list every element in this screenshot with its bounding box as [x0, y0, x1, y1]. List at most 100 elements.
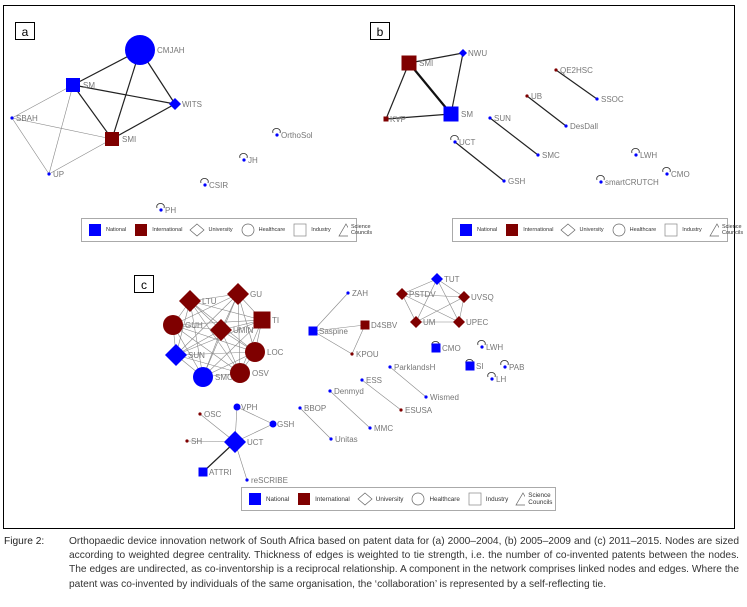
node-b-lwh: [634, 153, 638, 157]
national-legend-icon: [89, 224, 101, 236]
node-label-c-uvsq: UVSQ: [471, 293, 494, 302]
node-label-b-sm: SM: [461, 110, 473, 119]
edge-c-SUN-OSV: [175, 354, 241, 374]
node-b-smc: [536, 153, 540, 157]
node-label-c-pstdv: PSTDV: [409, 290, 436, 299]
node-c-unitas: [329, 437, 333, 441]
node-c-rescribe: [245, 478, 249, 482]
node-label-c-ess: ESS: [366, 376, 382, 385]
node-a-jh: [242, 158, 246, 162]
edge-c-GU-GUH: [172, 293, 239, 326]
edge-c-Saspine-D4SBV: [312, 324, 366, 332]
node-label-c-parklandsh: ParklandsH: [394, 363, 436, 372]
node-label-c-osv: OSV: [252, 369, 270, 378]
edge-b-UCT-GSH: [454, 141, 505, 182]
edge-c-GUH-LOC: [172, 324, 256, 353]
legend-item-label: Healthcare: [258, 227, 286, 233]
node-label-a-sm: SM: [83, 81, 95, 90]
node-b-nwu: [459, 49, 467, 57]
edge-b-KVP-SM: [385, 113, 452, 120]
node-b-kvp: [383, 116, 389, 122]
edge-c-UMIN-SUN: [175, 329, 222, 356]
node-label-b-nwu: NWU: [468, 49, 487, 58]
industry-legend-icon: [664, 223, 678, 237]
industry-legend-icon: [468, 492, 482, 506]
self-loop-a-csir: [200, 178, 209, 184]
node-c-lwh: [480, 345, 484, 349]
node-a-ph: [159, 208, 163, 212]
legend-item-industry: Industry: [467, 492, 508, 506]
node-label-c-bbop: BBOP: [304, 404, 326, 413]
edge-c-PSTDV-UVSQ: [401, 293, 465, 298]
node-label-c-smc: SMC: [215, 373, 233, 382]
university-legend-icon: [560, 223, 577, 237]
node-label-c-sun: SUN: [188, 351, 205, 360]
industry-legend-icon: [293, 223, 307, 237]
edge-c-BBOP-Unitas: [299, 407, 332, 440]
panel-label-c: c: [134, 275, 154, 293]
node-label-c-ti: TI: [272, 316, 279, 325]
node-label-b-ub: UB: [531, 92, 542, 101]
edge-c-ParklandsH-Wismed: [389, 366, 427, 398]
healthcare-legend-icon: [412, 492, 425, 506]
legend-item-industry: Industry: [292, 223, 331, 237]
node-a-sbah: [10, 116, 14, 120]
edge-a-SM-SMI: [72, 84, 113, 140]
node-label-c-si: SI: [476, 362, 484, 371]
node-label-c-upec: UPEC: [466, 318, 488, 327]
node-b-sm: [443, 106, 459, 122]
edge-c-GU-LOC: [237, 293, 256, 353]
legend-item-science-councils: Science Councils: [338, 223, 378, 237]
legend-item-label: University: [579, 227, 604, 233]
node-c-loc: [245, 342, 265, 362]
node-label-b-sun: SUN: [494, 114, 511, 123]
node-label-a-cmjah: CMJAH: [157, 46, 185, 55]
node-label-c-kpou: KPOU: [356, 350, 379, 359]
node-label-c-sh: SH: [191, 437, 202, 446]
panel-label-b: b: [370, 22, 390, 40]
legend-item-label: National: [477, 227, 498, 233]
self-loop-b-uct: [450, 135, 459, 141]
node-label-b-smc: SMC: [542, 151, 560, 160]
edge-c-PSTDV-UPEC: [401, 293, 460, 323]
legend-item-label: National: [106, 227, 127, 233]
node-c-uvsq: [458, 291, 470, 303]
node-b-qe2hsc: [554, 68, 558, 72]
node-label-c-cmo: CMO: [442, 344, 461, 353]
edge-a-WITS-SMI: [111, 103, 176, 140]
legend-item-science-councils: Science Councils: [709, 223, 747, 237]
international-legend-icon: [506, 224, 519, 236]
node-c-ti: [253, 311, 271, 329]
national-legend-icon: [249, 493, 261, 505]
node-c-pab: [503, 365, 507, 369]
node-label-a-orthosol: OrthoSol: [281, 131, 313, 140]
node-label-a-smi: SMI: [122, 135, 136, 144]
university-legend-icon: [357, 492, 373, 506]
node-label-b-lwh: LWH: [640, 151, 657, 160]
legend-item-industry: Industry: [663, 223, 702, 237]
figure-label: Figure 2:: [4, 536, 45, 547]
edge-c-TUT-UPEC: [436, 278, 460, 323]
edge-c-GU-OSV: [237, 293, 241, 374]
legend-item-label: International: [523, 227, 554, 233]
edge-b-SMI-KVP: [385, 62, 410, 120]
node-c-um: [410, 316, 422, 328]
edge-c-LTU-OSV: [189, 300, 241, 374]
node-c-umin: [210, 319, 232, 341]
edge-b-SUN-SMC: [489, 117, 539, 156]
self-loop-b-cmo: [662, 167, 671, 173]
legend-item-label: Industry: [311, 227, 331, 233]
legend-item-national: National: [87, 223, 126, 237]
self-loop-c-pab: [500, 360, 509, 366]
node-label-a-sbah: SBAH: [16, 114, 38, 123]
edge-b-QE2HSC-SSOC: [555, 69, 598, 100]
edge-a-SBAH-UP: [11, 117, 50, 175]
node-c-wismed: [424, 395, 428, 399]
national-legend-icon: [460, 224, 472, 236]
edge-c-Saspine-KPOU: [312, 330, 353, 355]
node-b-smi: [401, 55, 417, 71]
node-label-a-wits: WITS: [182, 100, 202, 109]
science-councils-legend-icon: [515, 492, 526, 506]
node-c-saspine: [308, 326, 318, 336]
legend-item-national: National: [247, 492, 289, 506]
